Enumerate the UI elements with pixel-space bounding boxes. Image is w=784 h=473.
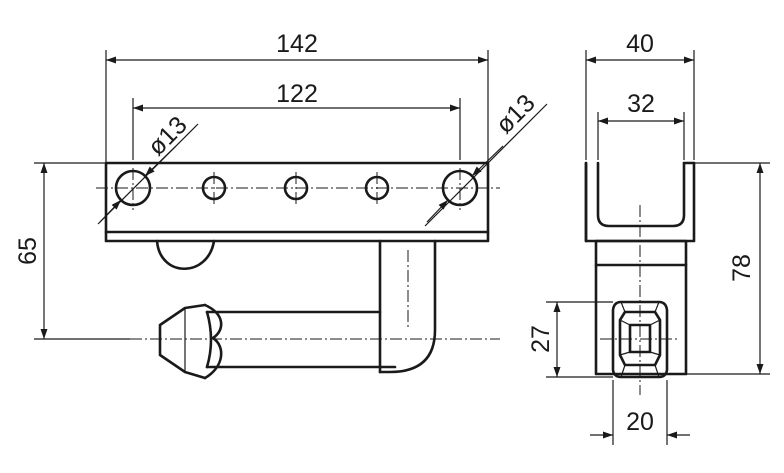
- dimension-hole-spacing: 122: [132, 80, 461, 160]
- dim-40-label: 40: [626, 30, 654, 58]
- vertical-stem: [378, 239, 437, 374]
- dim-78-label: 78: [728, 254, 756, 282]
- dim-20-label: 20: [626, 408, 654, 436]
- front-view: 142 122 ø13 ø13 65: [14, 30, 548, 380]
- lower-body: [594, 239, 688, 376]
- dimension-hole-right-diameter: ø13: [424, 89, 548, 227]
- dimension-inner-width: 32: [597, 90, 685, 160]
- dimension-side-height: 78: [686, 162, 770, 375]
- dimension-pin-width: 20: [590, 380, 690, 445]
- dimension-overall-width: 142: [105, 30, 489, 163]
- horizontal-pin: [158, 303, 397, 380]
- dim-32-label: 32: [627, 90, 655, 118]
- dim-dia-right-label: ø13: [490, 89, 540, 139]
- mounting-bar: [104, 161, 490, 243]
- dimension-height: 65: [14, 162, 130, 340]
- dim-142-label: 142: [276, 30, 318, 58]
- dim-65-label: 65: [14, 237, 42, 265]
- dim-27-label: 27: [527, 325, 555, 353]
- dimension-outer-width: 40: [585, 30, 695, 160]
- dim-122-label: 122: [276, 80, 318, 108]
- front-centerlines: [96, 168, 500, 340]
- side-view: 40 32 78 27 20: [527, 30, 770, 445]
- side-centerlines: [600, 205, 680, 395]
- pin-end: [611, 300, 669, 379]
- knob-shape: [155, 239, 216, 271]
- dimension-pin-height: 27: [527, 301, 613, 378]
- dim-dia-left-label: ø13: [142, 111, 192, 161]
- dimension-hole-left-diameter: ø13: [97, 111, 199, 225]
